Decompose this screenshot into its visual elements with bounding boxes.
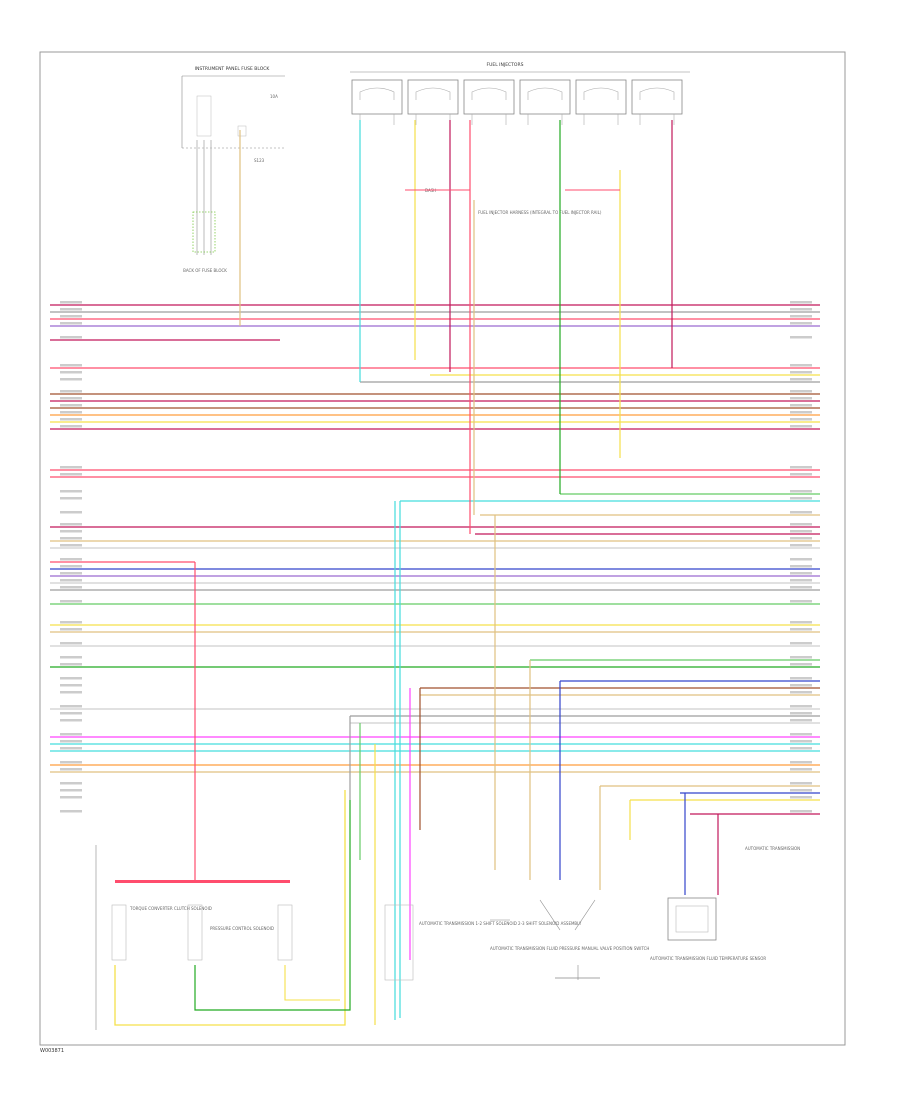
bus-wire: [50, 315, 820, 320]
bus-wire: [50, 404, 820, 409]
bus-wire: [60, 810, 820, 815]
bus-wire: [60, 490, 820, 495]
atf-temp-sensor: AUTOMATIC TRANSMISSION FLUID TEMPERATURE…: [650, 897, 766, 961]
bus-wire: [50, 425, 820, 430]
bus-wire: [50, 579, 820, 584]
bus-wire: [50, 308, 820, 313]
fuel-injectors: FUEL INJECTORS FUEL INJECTOR HARNESS (IN…: [350, 62, 690, 215]
atf-pressure-switch-label: AUTOMATIC TRANSMISSION FLUID PRESSURE MA…: [490, 946, 649, 951]
fuel-injector-1: [351, 79, 403, 125]
bus-wire: [50, 768, 820, 773]
fuel-injector-2: [407, 79, 459, 125]
bus-wire: [50, 586, 820, 591]
ip-fuse-label: 10A: [270, 94, 278, 99]
bus-wire: [50, 390, 820, 395]
bus-wire: [50, 397, 820, 402]
bus-wire: [50, 537, 820, 542]
bottom-components: TORQUE CONVERTER CLUTCH SOLENOID PRESSUR…: [95, 790, 800, 1030]
fuel-injector-harness-note: FUEL INJECTOR HARNESS (INTEGRAL TO FUEL …: [478, 210, 602, 215]
bus-wire: [60, 497, 820, 502]
bus-wire: [60, 677, 820, 682]
bus-wire: [50, 473, 820, 478]
bus-wire: [60, 782, 820, 787]
bus-wire: [60, 719, 820, 724]
bus-wire: [50, 705, 820, 710]
fuel-injector-5: [575, 79, 627, 125]
bus-wire: [60, 691, 820, 696]
bus-wire: [60, 789, 820, 794]
ip-fuse-block: INSTRUMENT PANEL FUSE BLOCK 10A BACK OF …: [181, 66, 285, 273]
pressure-control-label: PRESSURE CONTROL SOLENOID: [210, 926, 274, 931]
bus-wire: [60, 656, 820, 661]
fuse-block-connector-note: BACK OF FUSE BLOCK: [183, 268, 227, 273]
bus-wire: [60, 511, 820, 516]
bus-wire: [50, 621, 820, 626]
bus-wire: [60, 796, 820, 801]
trans-label-right: AUTOMATIC TRANSMISSION: [745, 846, 800, 851]
fuel-injector-3: [463, 79, 515, 125]
bus-wire: [50, 565, 820, 570]
diagram-frame: [39, 51, 846, 1046]
solenoid-assembly-label: AUTOMATIC TRANSMISSION 1-2 SHIFT SOLENOI…: [419, 921, 582, 926]
fuel-injectors-title: FUEL INJECTORS: [487, 62, 524, 68]
shift-solenoid: [277, 904, 293, 961]
bus-wire: [50, 628, 820, 633]
bus-wire: [60, 530, 820, 535]
bus-wire: [50, 466, 820, 471]
bus-wire: [50, 301, 820, 306]
bus-wire: [50, 322, 820, 327]
bus-wire: [60, 712, 820, 717]
bus-wire: [50, 336, 812, 341]
bus-wire: [50, 740, 820, 745]
splice-note: S123: [254, 158, 265, 163]
atf-pressure-switch: AUTOMATIC TRANSMISSION FLUID PRESSURE MA…: [490, 899, 649, 980]
atf-temp-sensor-label: AUTOMATIC TRANSMISSION FLUID TEMPERATURE…: [650, 956, 766, 961]
bus-wire: [50, 544, 820, 549]
bus-wire: [50, 747, 820, 752]
fuel-injector-4: [519, 79, 571, 125]
tcc-solenoid: TORQUE CONVERTER CLUTCH SOLENOID: [111, 904, 212, 961]
bus-wire: [50, 642, 820, 647]
bus-wire: [50, 558, 812, 563]
bus-wire: [50, 600, 820, 605]
bus-wire: [50, 761, 820, 766]
ip-fuse-block-title: INSTRUMENT PANEL FUSE BLOCK: [195, 66, 271, 72]
bus-wire: [60, 371, 820, 376]
bus-wire: [50, 364, 820, 369]
bus-wire: [50, 411, 820, 416]
bus-wire: [60, 684, 820, 689]
tcc-solenoid-label: TORQUE CONVERTER CLUTCH SOLENOID: [129, 906, 212, 911]
bus-wire: [50, 733, 820, 738]
bus-wire: [50, 572, 820, 577]
bus-wire: [50, 418, 820, 423]
fuel-injector-6: [631, 79, 683, 125]
bus-wire: [50, 663, 820, 668]
bus-wire: [50, 523, 820, 528]
pressure-control-solenoid: PRESSURE CONTROL SOLENOID: [187, 904, 274, 961]
bus-wire: [60, 378, 820, 383]
footer-code: W003871: [40, 1048, 64, 1054]
